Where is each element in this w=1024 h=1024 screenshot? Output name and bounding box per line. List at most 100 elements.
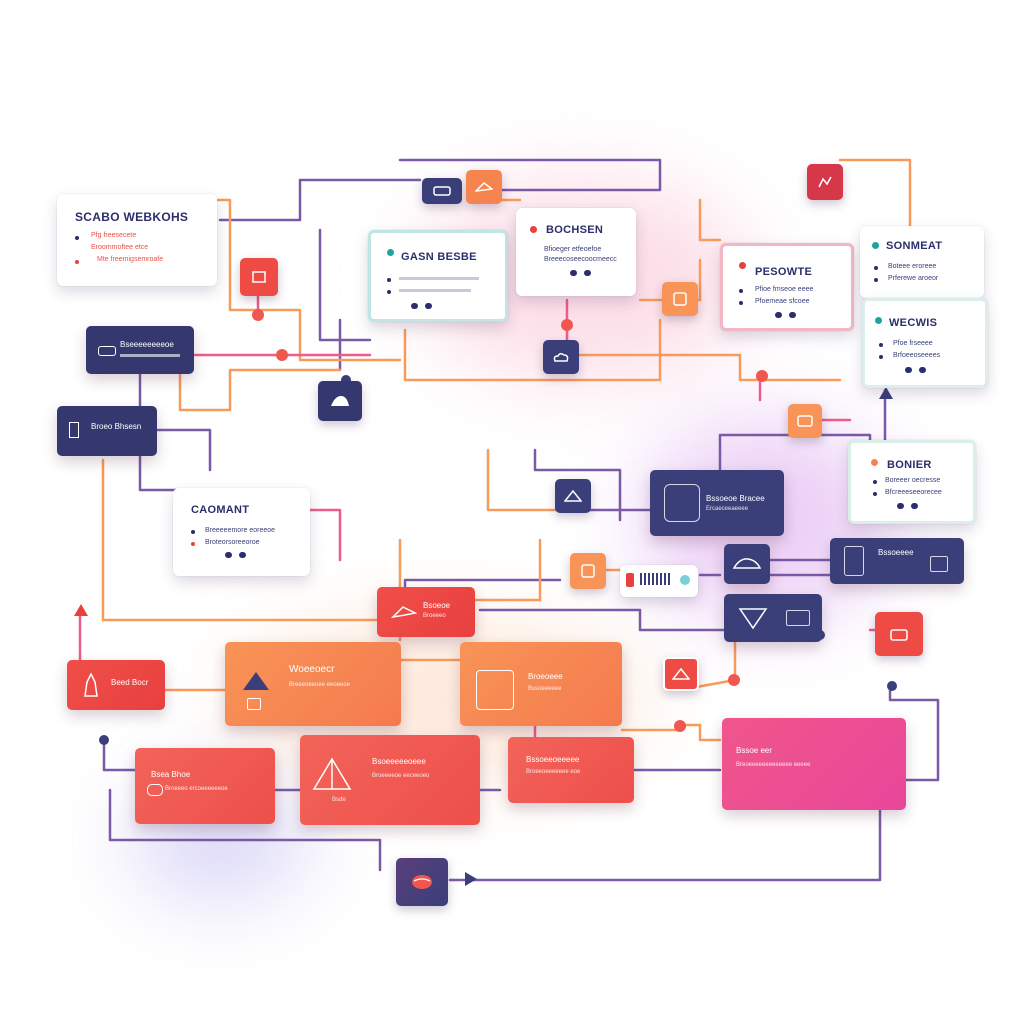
card-scabo[interactable]: SCABO WEBKOHS Pfg freesecete Eroommoftee… [57,194,217,286]
bullet [873,492,877,496]
block-red-2[interactable]: Beed Bocr [67,660,165,710]
card-comant[interactable]: CAOMANT Breeeeemore eoreeoe Broteorsoree… [173,488,310,576]
bullet [879,343,883,347]
block-navy-3[interactable]: Bssoeoe Bracee Ercaeceeaeeee [650,470,784,536]
card-title: PESOWTE [755,266,813,278]
status-dot [739,262,746,269]
block-coral-2[interactable]: Bsde Bsoeeeeeoeee Broeeeeoe eeceeoeo [300,735,480,825]
cloud-icon [553,352,569,362]
box-icon [673,292,687,306]
card-pesowte[interactable]: PESOWTE Pfioe fmseoe eeee Pfoemeae sfcoe… [720,243,854,331]
node-card-orange[interactable] [570,553,606,589]
mountain-icon [564,490,582,502]
chart-icon [818,176,832,188]
wire-dot [99,735,109,745]
node-chart[interactable] [807,164,843,200]
wire [478,608,762,642]
card-gasn[interactable]: GASN BESBE [368,230,508,322]
toggle-icon[interactable] [570,270,592,276]
bullet [191,530,195,534]
card-line: Pfioe fmseoe eeee [755,286,814,293]
block-sub: Broeeoeeeeeee eoe [526,769,581,775]
wire [108,788,382,872]
block-label: Bssoe eer [736,746,773,755]
bookmark-icon [69,422,79,438]
block-sub: Ercaeceeaeeee [706,506,749,512]
node-gift[interactable] [788,404,822,438]
card-bonier[interactable]: BONIER Boreeer oecresse Bfcreeeseeorecee [848,440,976,524]
block-sub: Broeeeo [423,613,446,619]
block-navy-5[interactable] [724,594,822,642]
wire [533,448,622,522]
node-tag-purple[interactable] [422,178,462,204]
block-navy-6[interactable] [724,544,770,584]
block-coral-3[interactable]: Bssoeeoeeeee Broeeoeeeeeee eoe [508,737,634,803]
node-hat[interactable] [318,381,362,421]
toggle-icon[interactable] [225,552,247,558]
bag-icon [247,698,261,710]
block-label: Bsoeoe [423,601,451,610]
card-line [399,277,479,280]
node-bird[interactable] [466,170,502,204]
block-sub: Bssoeeeeee [528,686,562,692]
bullet [873,480,877,484]
block-navy-1[interactable]: Bseeeeeeeeoe [86,326,194,374]
wire [698,198,722,242]
block-orange-2[interactable]: Broeoeee Bssoeeeeee [460,642,622,726]
status-dot [875,317,882,324]
tag-barcode [640,573,670,585]
toggle-icon[interactable] [897,503,919,509]
block-orange-1[interactable]: Woeeoecr Breeeoeeoee eeoeeoe [225,642,401,726]
wire-dot [561,319,573,331]
toggle-icon[interactable] [905,367,927,373]
card-tag[interactable] [620,565,698,597]
block-sub: Broeeeeoe eeceeoeo [372,773,430,779]
bird-icon [475,182,493,192]
node-pie[interactable] [663,657,699,691]
block-pink-1[interactable]: Bssoe eer Breoeeeeeeeeeeeee eeeee [722,718,906,810]
phone-icon [844,546,864,576]
pie-icon [672,667,690,680]
tag-dot [680,575,690,585]
node-rocket[interactable] [240,258,278,296]
card-sonmeat[interactable]: SONMEAT Boteee eroreee Prferewe aroeor [860,226,984,298]
block-label: Bssoeeee [878,548,914,557]
toggle-icon[interactable] [411,303,433,309]
wire [153,428,212,472]
block-label: Woeeoecr [289,664,335,675]
wire [218,178,302,222]
node-mountain[interactable] [555,479,591,513]
block-label: Bssoeoe Bracee [706,494,765,503]
block-coral-1[interactable]: Bsea Bhoe Broeeeo ercoeeeeeeoe [135,748,275,824]
node-box-orange[interactable] [662,282,698,316]
status-dot [871,459,878,466]
block-label: Bssoeeoeeeee [526,755,580,764]
card-line: Pfoe frseeee [893,340,933,347]
wire [403,318,662,382]
node-briefcase[interactable] [875,612,923,656]
box-icon [930,556,948,572]
toggle-icon[interactable] [775,312,797,318]
block-red-1[interactable]: Bsoeoe Broeeeo [377,587,475,637]
arrow-head [74,604,88,616]
wire [888,688,940,782]
node-cloud[interactable] [543,340,579,374]
wire-dot [887,681,897,691]
card-line: Pfg freesecete [91,232,137,239]
wire [458,538,542,602]
triangle-icon [738,608,768,630]
block-extra: Bsde [332,797,346,803]
bullet [879,355,883,359]
arrow-head [465,872,477,886]
card-line [399,289,471,292]
node-sushi[interactable] [396,858,448,906]
block-navy-4[interactable]: Bssoeeee [830,538,964,584]
wire [638,258,702,302]
card-line: Brfoeeoseeees [893,352,941,359]
bullet [75,260,79,264]
card-wecwis[interactable]: WECWIS Pfoe frseeee Brfoeeoseeees [862,298,988,388]
bullet [739,289,743,293]
card-bochsen[interactable]: BOCHSEN Bfioeger etfeoefoe Breeecoseecoo… [516,208,636,296]
block-navy-2[interactable]: Broeo Bhsesn [57,406,157,456]
